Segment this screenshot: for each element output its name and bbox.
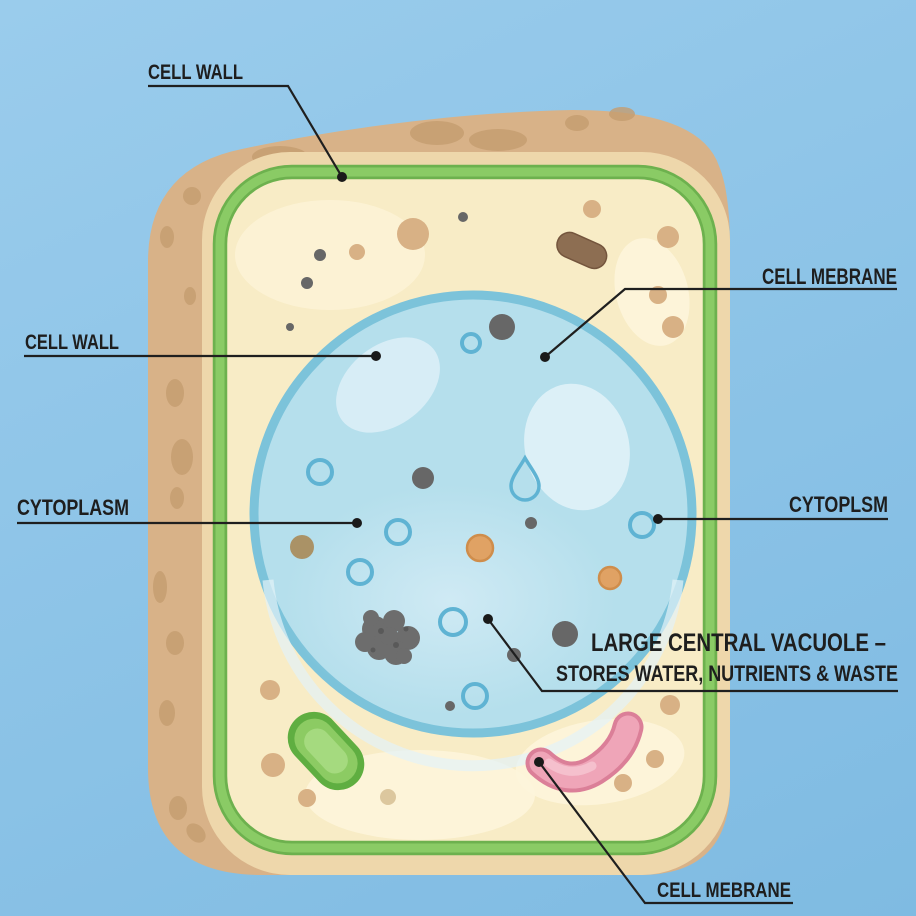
- label-cytoplasm-left: CYTOPLASM: [17, 495, 129, 520]
- vacuole-highlight-oval: [524, 383, 630, 511]
- leader-lines: [17, 84, 898, 905]
- label-cell-membrane-bottom: CELL MEBRANE: [657, 878, 791, 902]
- label-cytoplasm-right: CYTOPLSM: [789, 492, 888, 517]
- waste-cluster: [355, 610, 420, 665]
- label-cell-wall-top: CELL WALL: [148, 60, 243, 84]
- chloroplast: [287, 711, 365, 791]
- label-vacuole-line2: STORES WATER, NUTRIENTS & WASTE: [556, 661, 898, 686]
- diagram-labels: CELL WALL CELL MEBRANE CELL WALL CYTOPLA…: [17, 60, 898, 902]
- mitochondrion: [525, 711, 644, 793]
- water-droplet-icon: [509, 454, 541, 502]
- cell-membrane: [212, 164, 718, 856]
- cytoplasm-granules: [260, 200, 684, 807]
- vacuole-highlight-bean: [336, 337, 440, 433]
- central-vacuole: [249, 290, 697, 772]
- vacuole-contents: [290, 314, 656, 711]
- label-cell-membrane-right: CELL MEBRANE: [762, 264, 897, 289]
- cell-wall-texture-spots: [153, 107, 635, 843]
- label-cell-wall-left: CELL WALL: [25, 330, 119, 354]
- brown-granule-capsule: [556, 231, 608, 270]
- label-vacuole-line1: LARGE CENTRAL VACUOLE –: [591, 629, 886, 657]
